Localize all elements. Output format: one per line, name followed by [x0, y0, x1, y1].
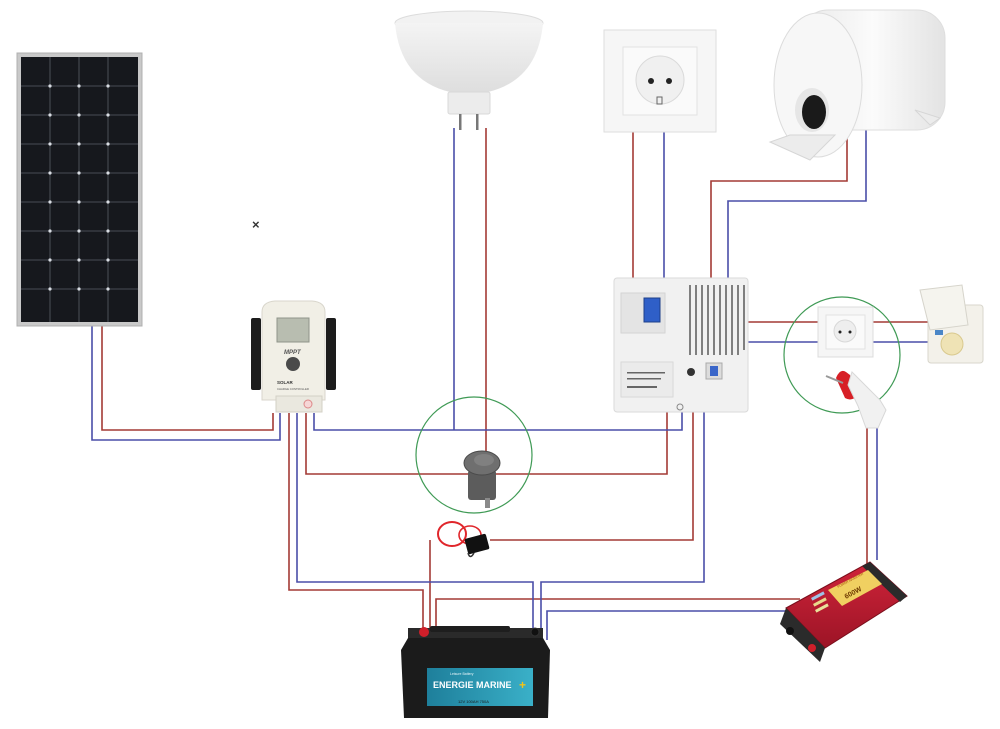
- wire-controller-load-negative: [313, 410, 683, 431]
- battery-plus: +: [519, 678, 526, 692]
- wire-distribution-battery-negative: [540, 410, 705, 630]
- controller-knob[interactable]: [286, 357, 300, 371]
- wall-socket[interactable]: [603, 29, 717, 133]
- led-bulb[interactable]: [394, 10, 544, 130]
- battery-bottom-text: 12V 100AH 750A: [458, 699, 489, 704]
- solar-panel[interactable]: [16, 52, 143, 327]
- battery[interactable]: Leisure Battery ENERGIE MARINE + 12V 100…: [401, 626, 550, 718]
- rocker-switch[interactable]: [463, 450, 501, 508]
- inverter[interactable]: POWER INVERTER 600W: [780, 561, 908, 662]
- controller-subtitle: CHARGE CONTROLLER: [277, 387, 309, 391]
- wire-fuse-distribution: [490, 410, 694, 541]
- battery-positive-terminal[interactable]: [419, 627, 429, 637]
- wire-heater-negative: [727, 130, 867, 280]
- wire-solar-positive: [101, 323, 274, 431]
- cee-plug[interactable]: [825, 370, 887, 429]
- battery-top-band: Leisure Battery: [450, 672, 474, 676]
- controller-mppt-label: MPPT: [284, 350, 302, 356]
- water-heater[interactable]: [768, 9, 946, 161]
- wire-solar-negative: [91, 323, 281, 441]
- wire-controller-battery-negative: [296, 413, 534, 630]
- wire-controller-battery-positive: [288, 413, 424, 630]
- switch-highlight-circle: [415, 396, 533, 514]
- socket-adapter[interactable]: [817, 306, 874, 358]
- inverter-positive-terminal[interactable]: [808, 644, 816, 652]
- wires-negative: [91, 128, 935, 640]
- battery-label: ENERGIE MARINE: [433, 680, 512, 690]
- shore-inlet[interactable]: [919, 284, 984, 364]
- wires-positive: [101, 128, 935, 630]
- battery-negative-terminal[interactable]: [530, 627, 540, 637]
- controller-brand: SOLAR: [277, 380, 294, 385]
- stray-marker: ×: [252, 217, 260, 232]
- charge-controller[interactable]: MPPT SOLAR CHARGE CONTROLLER: [251, 300, 336, 413]
- socket-highlight-circle: [783, 296, 901, 414]
- wire-inverter-negative: [546, 610, 790, 640]
- wire-heater-positive: [710, 130, 848, 280]
- fuse-holder[interactable]: [437, 521, 490, 558]
- wire-inverter-positive: [435, 598, 800, 630]
- circuit-breaker[interactable]: [643, 297, 661, 323]
- distribution-box[interactable]: [613, 277, 749, 413]
